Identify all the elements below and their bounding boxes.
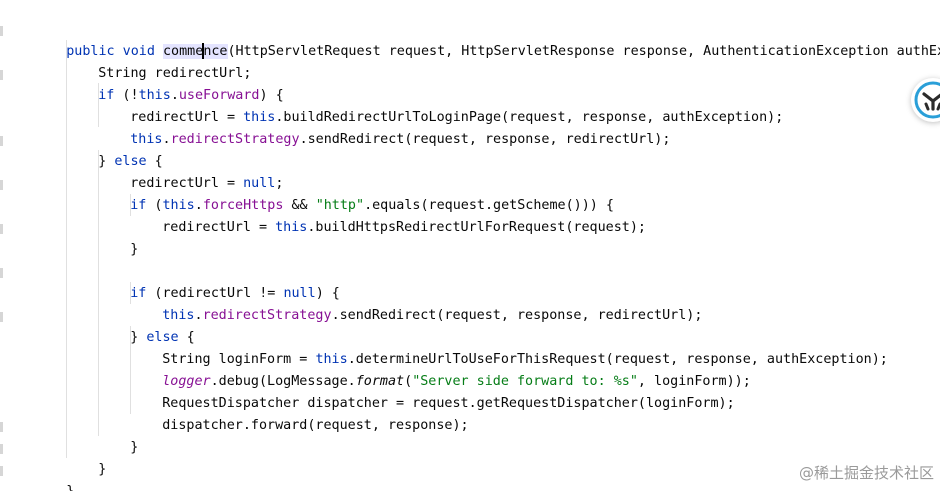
token-field: forceHttps	[202, 198, 284, 213]
token-keyword: if	[130, 286, 147, 301]
token-text: .determineUrlToUseForThisRequest(request…	[347, 352, 888, 367]
token-keyword: null	[283, 286, 316, 301]
token-text: dispatcher.forward(request, response);	[162, 418, 469, 433]
token-static-field: logger	[162, 374, 211, 389]
code-line[interactable]: if (!this.useForward) {	[66, 63, 283, 103]
code-line[interactable]: this.redirectStrategy.sendRedirect(reque…	[98, 107, 670, 147]
code-line[interactable]: public void commence(HttpServletRequest …	[34, 19, 940, 59]
indent-guide	[130, 326, 131, 414]
token-text: }	[130, 242, 139, 257]
token-text: (!	[114, 88, 139, 103]
code-line[interactable]: if (redirectUrl != null) {	[98, 261, 340, 301]
token-text: .sendRedirect(request, response, redirec…	[299, 132, 671, 147]
token-keyword: else	[114, 154, 147, 169]
token-method-highlighted: commence	[163, 43, 228, 59]
token-text: redirectUrl =	[130, 176, 244, 191]
token-keyword: this	[315, 352, 348, 367]
token-text: .debug(LogMessage.	[210, 374, 356, 389]
token-text: RequestDispatcher dispatcher = request.g…	[162, 396, 735, 411]
token-text: .buildHttpsRedirectUrlForRequest(request…	[307, 220, 646, 235]
token-string: "http"	[315, 198, 365, 213]
token-text: .sendRedirect(request, response, redirec…	[331, 308, 703, 323]
code-line[interactable]: }	[98, 217, 138, 257]
code-line[interactable]: } else {	[98, 305, 195, 345]
token-text: .equals(request.getScheme())) {	[364, 198, 614, 213]
token-text: {	[178, 330, 195, 345]
token-text: , loginForm));	[637, 374, 751, 389]
token-field: useForward	[178, 88, 260, 103]
code-line[interactable]: } else {	[66, 129, 163, 169]
token-keyword: this	[138, 88, 171, 103]
token-text: }	[98, 154, 115, 169]
token-keyword: null	[243, 176, 276, 191]
code-line[interactable]: redirectUrl = this.buildHttpsRedirectUrl…	[130, 195, 646, 235]
code-line[interactable]: String loginForm = this.determineUrlToUs…	[130, 327, 888, 367]
watermark: @稀土掘金技术社区	[798, 464, 934, 482]
token-text: String redirectUrl;	[98, 66, 252, 81]
text-caret	[202, 43, 205, 59]
token-text: .buildRedirectUrlToLoginPage(request, re…	[275, 110, 784, 125]
token-text: .	[194, 308, 203, 323]
indent-guide	[98, 83, 99, 127]
token-keyword: this	[243, 110, 276, 125]
token-text: String loginForm =	[162, 352, 316, 367]
token-static-method: format	[355, 374, 405, 389]
token-params: (HttpServletRequest request, HttpServlet…	[227, 44, 940, 59]
indent-guide	[130, 282, 131, 304]
token-keyword: else	[146, 330, 179, 345]
token-text: }	[130, 330, 147, 345]
token-field: redirectStrategy	[170, 132, 300, 147]
token-text: }	[130, 440, 139, 455]
token-text: redirectUrl =	[130, 110, 244, 125]
token-text: .	[194, 198, 203, 213]
token-text: .	[170, 88, 179, 103]
token-string: "Server side forward to: %s"	[412, 374, 638, 389]
token-keyword: this	[162, 308, 195, 323]
token-text: &&	[283, 198, 316, 213]
token-text: .	[162, 132, 171, 147]
code-line[interactable]: logger.debug(LogMessage.format("Server s…	[130, 349, 751, 389]
code-line[interactable]: }	[98, 415, 138, 455]
indent-guide	[66, 40, 67, 458]
gutter	[0, 0, 6, 491]
token-text: }	[98, 462, 107, 477]
token-keyword: this	[162, 198, 195, 213]
token-text: redirectUrl =	[162, 220, 276, 235]
code-line[interactable]: }	[66, 437, 106, 477]
token-keyword: this	[275, 220, 308, 235]
token-keyword: if	[98, 88, 115, 103]
code-line[interactable]: RequestDispatcher dispatcher = request.g…	[130, 371, 734, 411]
code-line[interactable]: String redirectUrl;	[66, 41, 251, 81]
code-line[interactable]: redirectUrl = null;	[98, 151, 283, 191]
code-line[interactable]: if (this.forceHttps && "http".equals(req…	[98, 173, 614, 213]
token-text: (redirectUrl !=	[146, 286, 284, 301]
token-keyword: if	[130, 198, 147, 213]
token-text: ;	[275, 176, 284, 191]
code-line[interactable]: redirectUrl = this.buildRedirectUrlToLog…	[98, 85, 783, 125]
code-line[interactable]: }	[34, 459, 74, 491]
token-text: }	[66, 484, 74, 491]
plugin-logo-icon-svg	[914, 81, 940, 119]
token-field: redirectStrategy	[202, 308, 332, 323]
token-text: ) {	[315, 286, 340, 301]
token-text: (	[404, 374, 413, 389]
indent-guide	[98, 150, 99, 436]
token-keyword: public void	[66, 44, 155, 59]
indent-guide	[130, 194, 131, 216]
code-line[interactable]: this.redirectStrategy.sendRedirect(reque…	[130, 283, 702, 323]
token-text: (	[146, 198, 163, 213]
token-keyword: this	[130, 132, 163, 147]
plugin-logo-icon[interactable]	[911, 78, 940, 122]
code-line[interactable]: dispatcher.forward(request, response);	[130, 393, 468, 433]
token-text: ) {	[259, 88, 284, 103]
token-text: {	[146, 154, 163, 169]
